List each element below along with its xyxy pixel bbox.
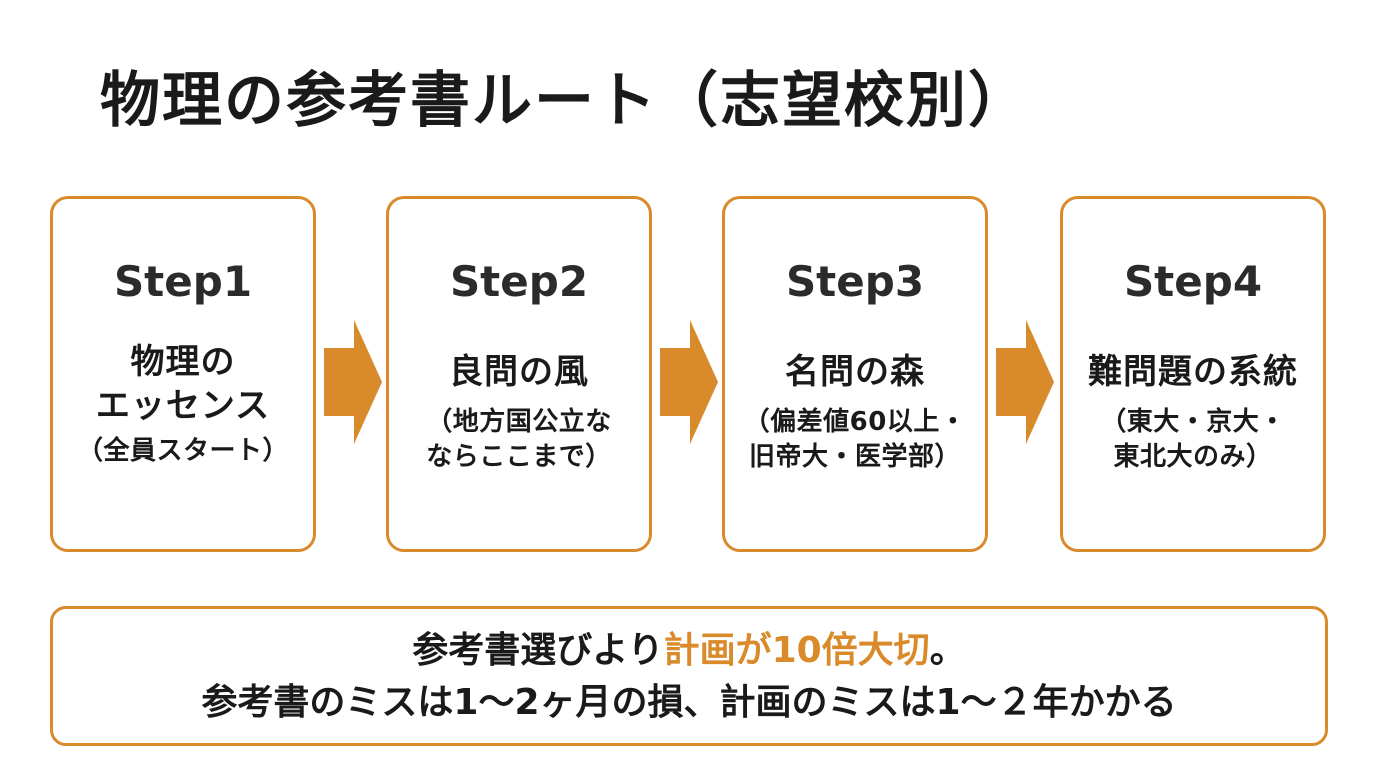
step-book-name-line: 良問の風 xyxy=(449,352,589,392)
step-label: Step1 xyxy=(113,257,253,306)
step-book-name: 物理の エッセンス xyxy=(53,341,313,428)
right-arrow-icon xyxy=(324,320,382,444)
step-note: （東大・京大・ 東北大のみ） xyxy=(1063,405,1323,475)
step-note: （全員スタート） xyxy=(53,434,313,469)
message-prefix: 参考書選びより xyxy=(412,630,664,671)
step-note-line: （偏差値60以上・ xyxy=(743,406,967,437)
step-note-line: ならここまで） xyxy=(426,441,612,472)
step-book-name-line: エッセンス xyxy=(95,385,271,426)
step-card-1: Step1 物理の エッセンス （全員スタート） xyxy=(50,196,316,552)
step-label: Step2 xyxy=(449,257,589,306)
message-highlight: 計画が10倍大切 xyxy=(663,630,930,671)
step-book-name-line: 名問の森 xyxy=(785,352,925,392)
step-card-4: Step4 難問題の系統 （東大・京大・ 東北大のみ） xyxy=(1060,196,1326,552)
step-note-line: 東北大のみ） xyxy=(1113,441,1273,472)
step-book-name: 難問題の系統 xyxy=(1063,351,1323,395)
step-book-name-line: 物理の xyxy=(130,342,236,382)
step-note: （偏差値60以上・ 旧帝大・医学部） xyxy=(725,405,985,475)
key-message-line-2: 参考書のミスは1～2ヶ月の損、計画のミスは1～２年かかる xyxy=(201,682,1177,724)
key-message-box: 参考書選びより計画が10倍大切。 参考書のミスは1～2ヶ月の損、計画のミスは1～… xyxy=(50,606,1328,746)
right-arrow-icon xyxy=(996,320,1054,444)
step-card-2: Step2 良問の風 （地方国公立な ならここまで） xyxy=(386,196,652,552)
step-book-name-line: 難問題の系統 xyxy=(1088,352,1298,392)
step-note-line: （地方国公立な xyxy=(426,406,612,437)
message-suffix: 。 xyxy=(929,630,966,671)
step-book-name: 良問の風 xyxy=(389,351,649,395)
step-note-line: （東大・京大・ xyxy=(1100,406,1286,437)
step-note-line: （全員スタート） xyxy=(76,436,289,467)
step-book-name: 名問の森 xyxy=(725,351,985,395)
step-label: Step4 xyxy=(1123,257,1263,306)
step-note: （地方国公立な ならここまで） xyxy=(389,405,649,475)
page-title: 物理の参考書ルート（志望校別） xyxy=(100,66,1030,136)
right-arrow-icon xyxy=(660,320,718,444)
step-label: Step3 xyxy=(785,257,925,306)
step-note-line: 旧帝大・医学部） xyxy=(748,441,961,472)
key-message-line-1: 参考書選びより計画が10倍大切。 xyxy=(53,625,1325,677)
step-card-3: Step3 名問の森 （偏差値60以上・ 旧帝大・医学部） xyxy=(722,196,988,552)
